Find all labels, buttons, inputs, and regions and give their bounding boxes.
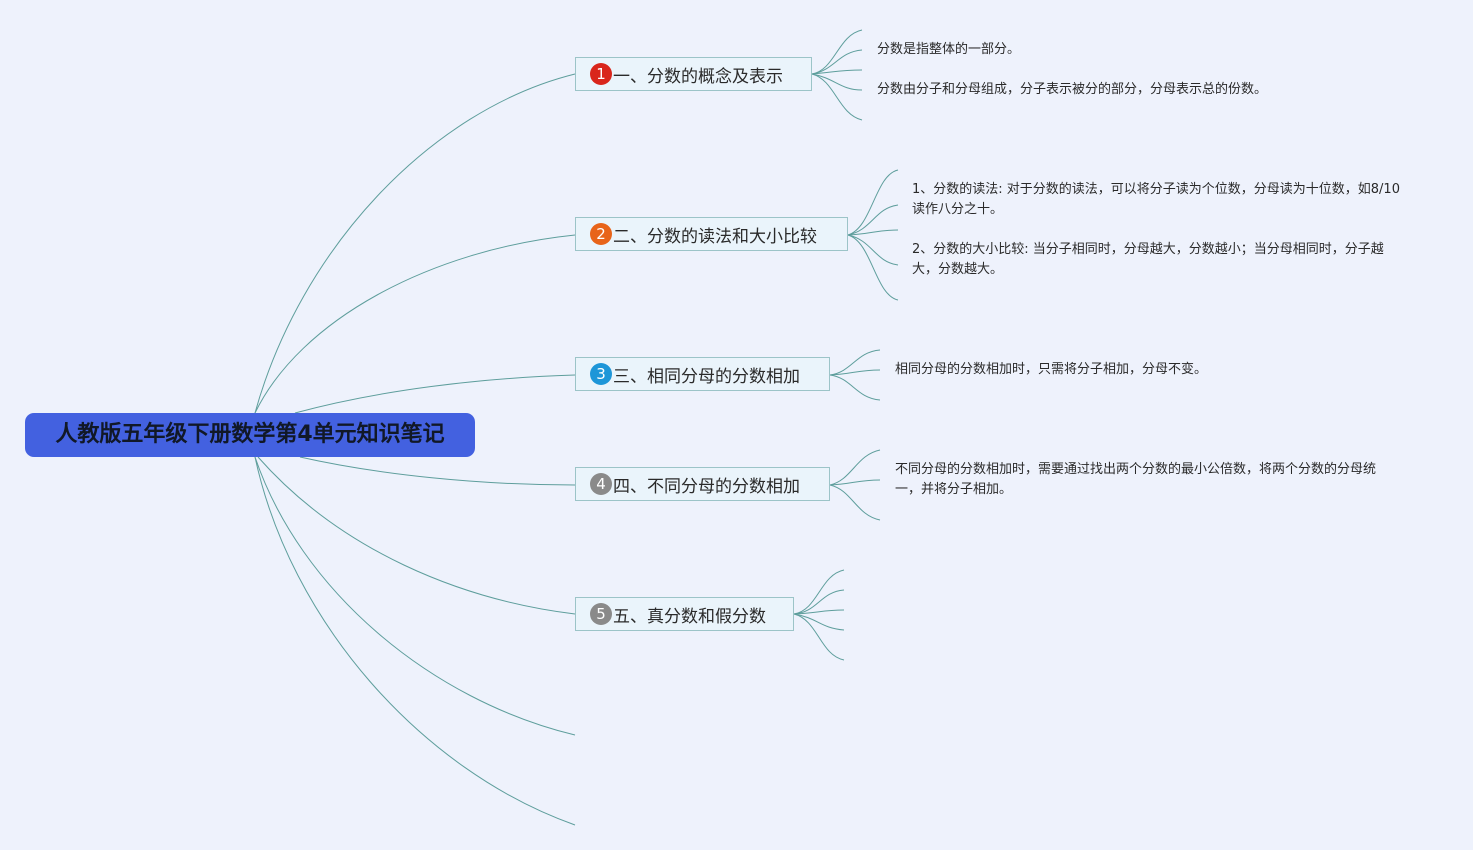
note-topic-1-a: 分数是指整体的一部分。 [877, 42, 1021, 57]
connector-root-topic-5 [257, 456, 576, 615]
topic-label: 一、分数的概念及表示 [613, 66, 783, 87]
note-topic-4-a: 不同分母的分数相加时，需要通过找出两个分数的最小公倍数，将两个分数的分母统一，并… [895, 462, 1377, 497]
note-topic-1-b: 分数由分子和分母组成，分子表示被分的部分，分母表示总的份数。 [877, 82, 1268, 97]
fan-topic-5 [793, 589, 845, 615]
topic-number-badge: 5 [590, 603, 612, 625]
note-topic-2-b: 2、分数的大小比较: 当分子相同时，分母越大，分数越小；当分母相同时，分子越大，… [912, 242, 1384, 277]
topic-label: 二、分数的读法和大小比较 [613, 226, 817, 247]
fan-topic-1 [811, 69, 863, 75]
fan-topic-5 [793, 613, 845, 631]
fan-topic-5 [793, 569, 845, 615]
topic-number-badge: 2 [590, 223, 612, 245]
topic-node-3[interactable]: 3 三、相同分母的分数相加 [575, 357, 830, 391]
fan-topic-5 [793, 609, 845, 615]
topic-label: 四、不同分母的分数相加 [613, 476, 800, 497]
topic-node-4[interactable]: 4 四、不同分母的分数相加 [575, 467, 830, 501]
root-node-title[interactable]: 人教版五年级下册数学第4单元知识笔记 [25, 413, 475, 457]
topic-node-5[interactable]: 5 五、真分数和假分数 [575, 597, 794, 631]
fan-topic-1 [811, 29, 863, 75]
topic-node-1[interactable]: 1 一、分数的概念及表示 [575, 57, 812, 91]
fan-topic-4 [829, 479, 881, 486]
topic-label: 五、真分数和假分数 [613, 606, 766, 627]
connector-root-topic-1 [254, 73, 576, 414]
topic-number-badge: 1 [590, 63, 612, 85]
connector-root-extra-1 [254, 456, 576, 736]
fan-topic-2 [847, 234, 899, 266]
topic-number-badge: 4 [590, 473, 612, 495]
fan-topic-2 [847, 169, 899, 236]
fan-topic-1 [811, 49, 863, 75]
fan-topic-3 [829, 349, 881, 376]
connector-root-topic-3 [294, 374, 576, 414]
connector-root-topic-2 [254, 234, 576, 414]
fan-topic-4 [829, 449, 881, 486]
fan-topic-1 [811, 73, 863, 121]
fan-topic-4 [829, 484, 881, 521]
topic-node-2[interactable]: 2 二、分数的读法和大小比较 [575, 217, 848, 251]
topic-number-badge: 3 [590, 363, 612, 385]
fan-topic-3 [829, 369, 881, 376]
connector-root-extra-2 [254, 456, 576, 826]
fan-topic-2 [847, 229, 899, 236]
fan-topic-3 [829, 374, 881, 401]
note-topic-3-a: 相同分母的分数相加时，只需将分子相加，分母不变。 [895, 362, 1208, 377]
fan-topic-1 [811, 73, 863, 91]
topic-label: 三、相同分母的分数相加 [613, 366, 800, 387]
connector-root-topic-4 [299, 456, 576, 486]
fan-topic-2 [847, 204, 899, 236]
fan-topic-2 [847, 234, 899, 301]
fan-topic-5 [793, 613, 845, 661]
note-topic-2-a: 1、分数的读法: 对于分数的读法，可以将分子读为个位数，分母读为十位数，如8/1… [912, 182, 1400, 217]
